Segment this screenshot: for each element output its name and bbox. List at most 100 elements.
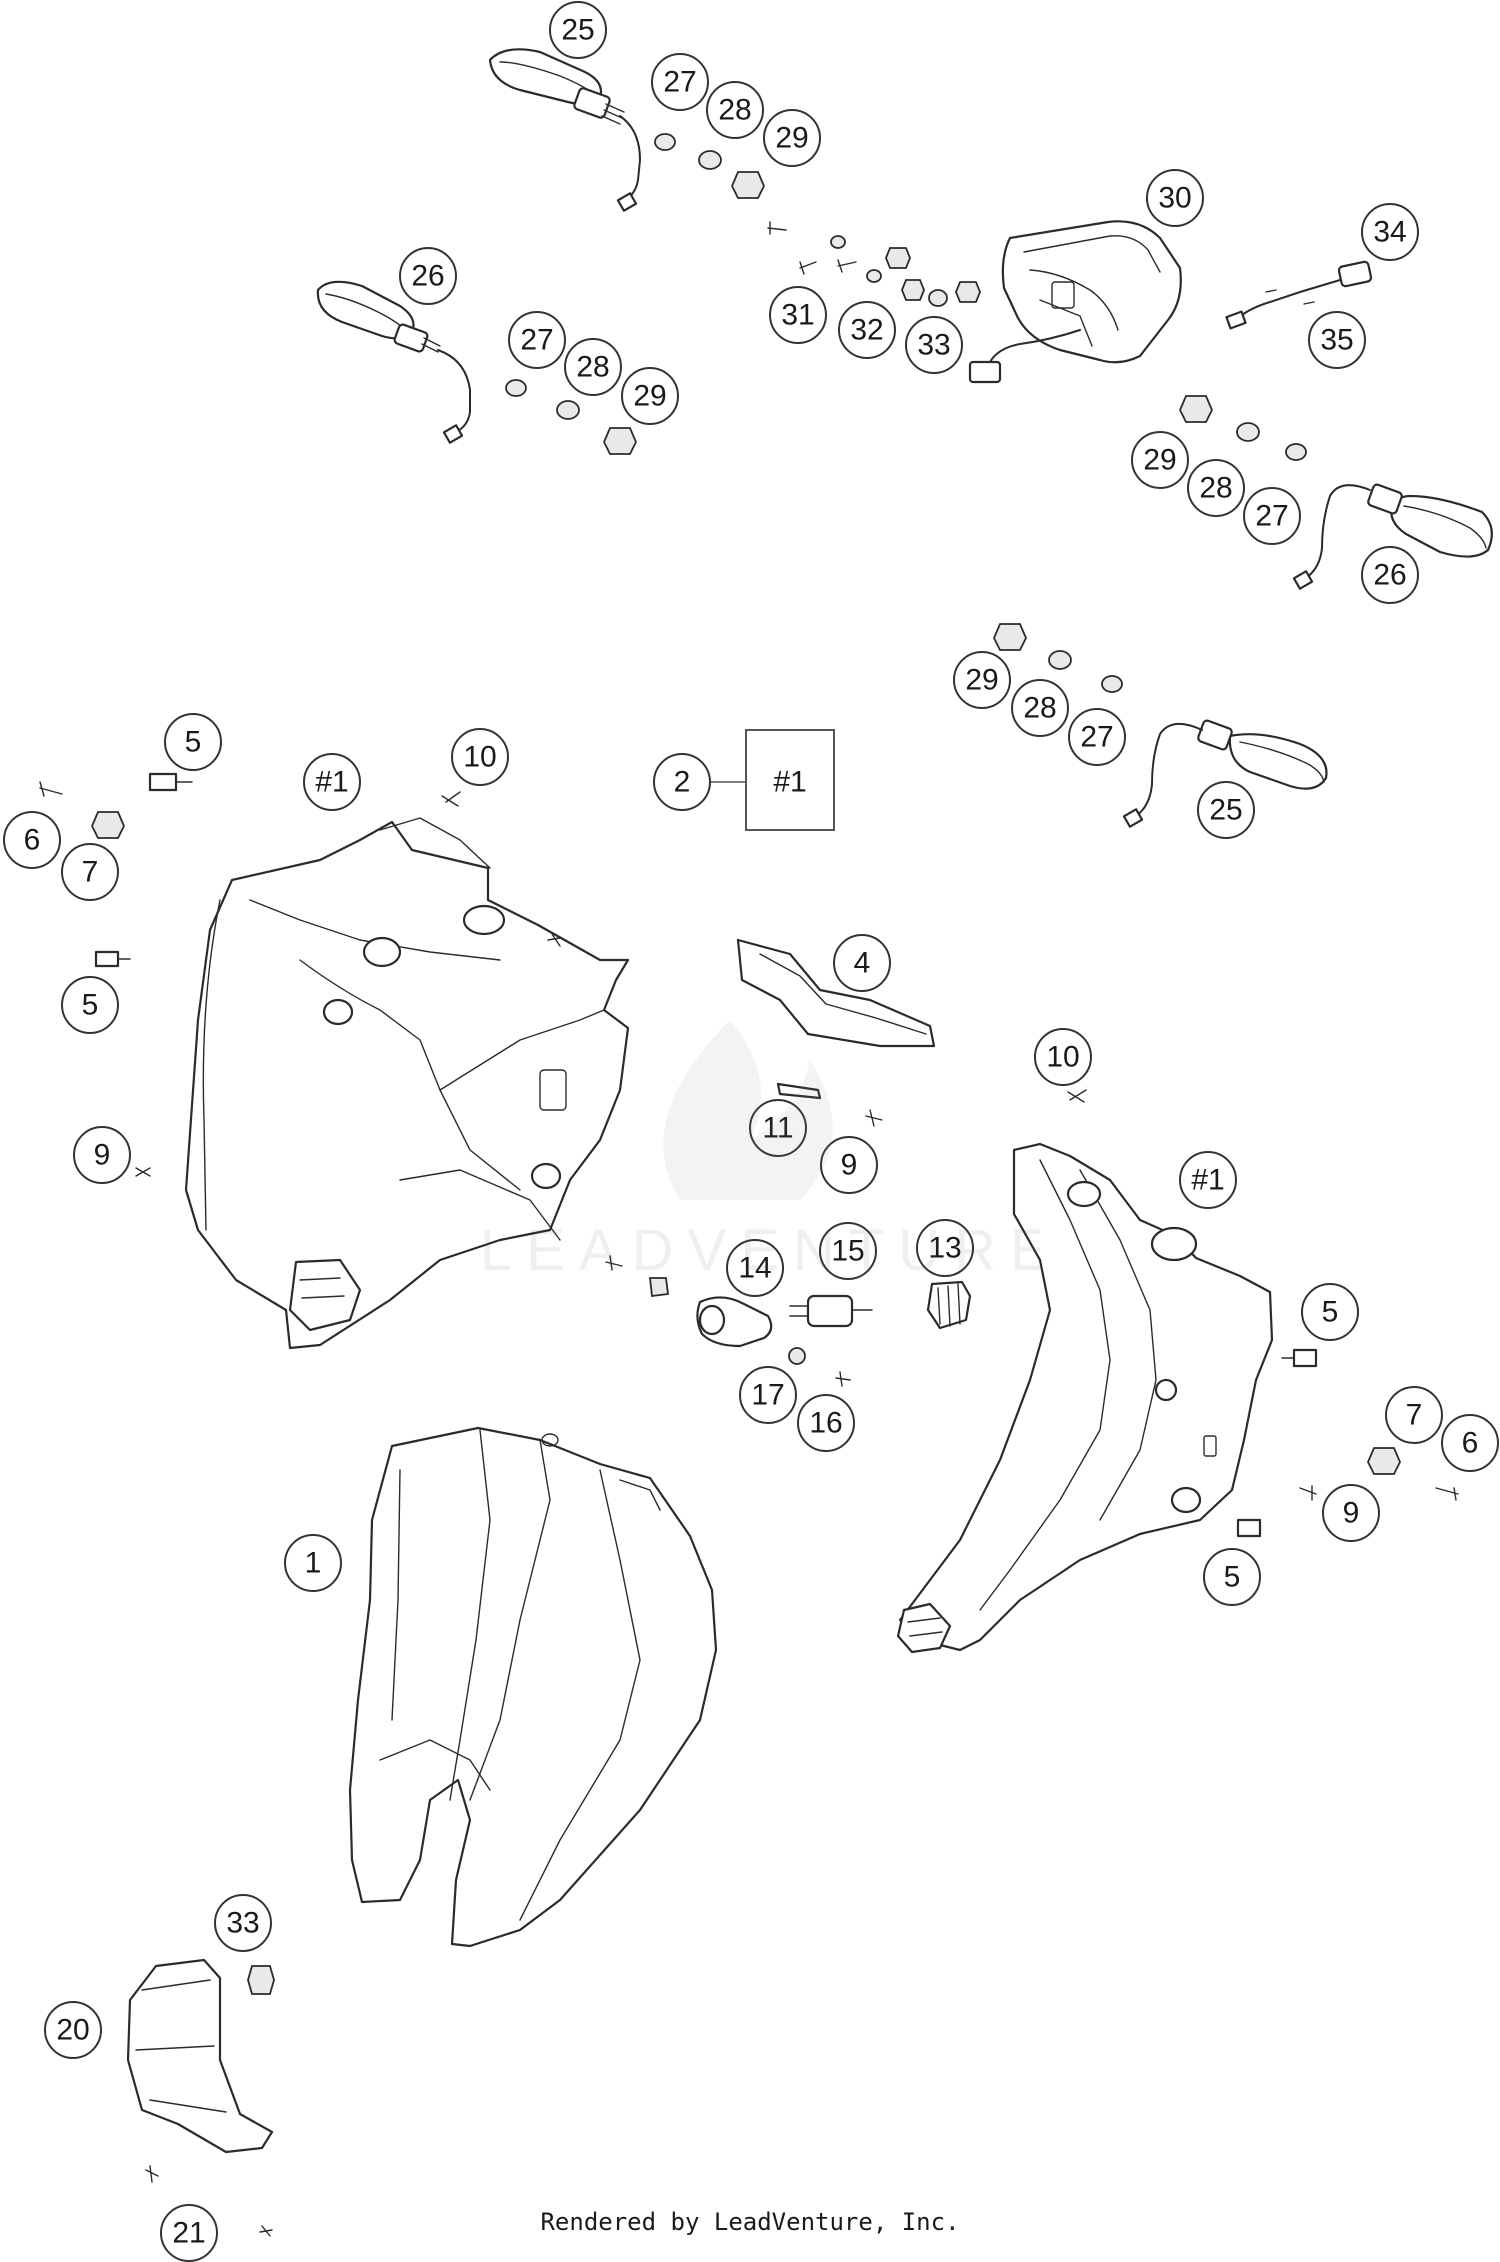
- clip-part-10-right: [1067, 1089, 1087, 1103]
- callout-circle: [739, 1366, 797, 1424]
- callout-circle: [44, 2001, 102, 2059]
- callout-c31: 31: [769, 286, 827, 344]
- callout-circle: [621, 367, 679, 425]
- callout-circle: [164, 713, 222, 771]
- callout-label: 28: [576, 351, 609, 384]
- callout-c29b: 29: [621, 367, 679, 425]
- callout-c7b: 7: [1385, 1386, 1443, 1444]
- callout-label: 28: [1023, 692, 1056, 725]
- callout-c6a: 6: [3, 811, 61, 869]
- callout-label: 33: [917, 329, 950, 362]
- bracket-part-4: [736, 938, 936, 1048]
- callout-label: 20: [56, 2014, 89, 2047]
- turn-signal-part-25-top: [488, 48, 642, 212]
- callout-c10a: 10: [451, 728, 509, 786]
- turn-signal-part-26-right: [1292, 483, 1493, 590]
- callout-label: 27: [1080, 721, 1113, 754]
- callout-circle: [399, 247, 457, 305]
- callout-c5c: 5: [1301, 1283, 1359, 1341]
- callout-c29a: 29: [763, 109, 821, 167]
- callout-label: 16: [809, 1407, 842, 1440]
- callout-c25a: 25: [549, 1, 607, 59]
- callout-label: 30: [1158, 182, 1191, 215]
- callout-label: 7: [82, 856, 99, 889]
- callout-circle: [284, 1534, 342, 1592]
- rendered-by-credit: Rendered by LeadVenture, Inc.: [540, 2208, 960, 2236]
- callout-circle: [905, 316, 963, 374]
- callout-circle: [1146, 169, 1204, 227]
- pin-part-11: [776, 1082, 822, 1100]
- callout-circle: [953, 651, 1011, 709]
- callout-c27b: 27: [508, 311, 566, 369]
- tank-cover-part-1: [348, 1426, 718, 1948]
- callout-circle: [564, 338, 622, 396]
- small-hardware-right: [1236, 1348, 1459, 1538]
- callout-c6b: 6: [1441, 1414, 1499, 1472]
- tail-light-part-30: [968, 220, 1182, 384]
- callout-circle: [797, 1394, 855, 1452]
- callout-circle: [549, 1, 607, 59]
- callout-c9b: 9: [73, 1126, 131, 1184]
- callout-circle: [1385, 1386, 1443, 1444]
- callout-label: 6: [24, 824, 41, 857]
- callout-c30: 30: [1146, 169, 1204, 227]
- callout-label: 27: [1255, 500, 1288, 533]
- callout-label: 26: [1373, 559, 1406, 592]
- callout-circle: [1203, 1548, 1261, 1606]
- callout-circle: [706, 81, 764, 139]
- callout-c21: 21: [160, 2204, 218, 2262]
- callout-circle: [820, 1136, 878, 1194]
- callout-label: 2: [674, 766, 691, 799]
- callout-circle: [1179, 1151, 1237, 1209]
- small-hardware-left: [39, 772, 561, 1177]
- callout-c33b: 33: [214, 1894, 272, 1952]
- callout-circle: [1361, 203, 1419, 261]
- callout-c20: 20: [44, 2001, 102, 2059]
- callout-circle: [1068, 708, 1126, 766]
- callout-label: 25: [561, 14, 594, 47]
- callout-circle: [1187, 459, 1245, 517]
- callout-circle: [1441, 1414, 1499, 1472]
- callout-label: 28: [1199, 472, 1232, 505]
- callout-label: 11: [762, 1112, 793, 1145]
- washer-nut-set-right: [1179, 395, 1307, 461]
- callout-circle: [769, 286, 827, 344]
- callout-label: 28: [718, 94, 751, 127]
- turn-signal-part-25-mid: [1122, 719, 1328, 828]
- callout-c5d: 5: [1203, 1548, 1261, 1606]
- callout-label: 29: [633, 380, 666, 413]
- callout-circle: [1361, 546, 1419, 604]
- callout-label: 15: [831, 1235, 864, 1268]
- callout-circle: [508, 311, 566, 369]
- callout-c5a: 5: [164, 713, 222, 771]
- callout-circle: [1131, 431, 1189, 489]
- callout-label: 29: [1143, 444, 1176, 477]
- callout-c5b: 5: [61, 976, 119, 1034]
- callout-c1b: #1: [1179, 1151, 1237, 1209]
- callout-circle: [214, 1894, 272, 1952]
- callout-label: 14: [738, 1252, 771, 1285]
- callout-circle: [73, 1126, 131, 1184]
- side-panel-right: [896, 1142, 1274, 1654]
- washer-nut-set-top: [654, 133, 765, 199]
- callout-circle: [763, 109, 821, 167]
- callout-c28b: 28: [564, 338, 622, 396]
- callout-label: 26: [411, 260, 444, 293]
- switch-assembly-13-17: [605, 1255, 972, 1387]
- callout-circle: [651, 53, 709, 111]
- callout-label: 1: [305, 1547, 322, 1580]
- callout-c13: 13: [916, 1219, 974, 1277]
- callout-label: 29: [965, 664, 998, 697]
- callout-label: 6: [1462, 1427, 1479, 1460]
- screw-part-9-mid: [865, 1109, 883, 1127]
- callout-label: #1: [315, 766, 348, 799]
- callout-circle: [1308, 311, 1366, 369]
- callout-label: 5: [185, 726, 202, 759]
- screws-31-32-33: [767, 221, 981, 307]
- callout-label: 13: [928, 1232, 961, 1265]
- washer-nut-set-left: [505, 379, 637, 455]
- callout-c28c: 28: [1187, 459, 1245, 517]
- callout-label: #1: [1191, 1164, 1224, 1197]
- callout-label: 27: [663, 66, 696, 99]
